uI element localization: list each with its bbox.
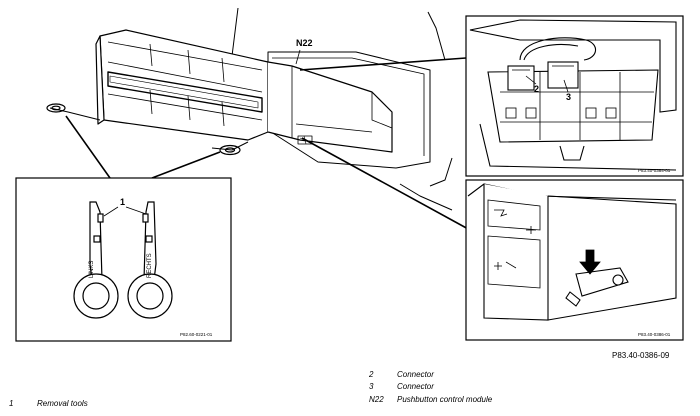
detail-leader-lines	[295, 49, 471, 231]
arrow-detail-box: P83.40-0386-01	[465, 179, 684, 341]
legend-number: N22	[369, 395, 384, 404]
legend-number: 3	[369, 382, 374, 391]
main-assembly	[46, 7, 453, 211]
tools-detail-ref: P82.60-0221-01	[180, 332, 213, 337]
legend-number: 2	[369, 370, 374, 379]
legend-number: 1	[9, 399, 14, 408]
tool-label-left: LINKS	[89, 261, 95, 278]
removal-tool-left	[73, 201, 119, 319]
legend-entry-3: 3 Connector	[369, 382, 434, 391]
legend-text: Connector	[397, 382, 434, 391]
module-callout: N22	[296, 38, 313, 48]
push-down-arrow-icon	[579, 249, 601, 275]
tools-detail-box: 1 LINKS RECHTS P82.60-0221-01	[15, 177, 232, 342]
tool-leader-lines	[65, 115, 221, 179]
legend-entry-1: 1 Removal tools	[9, 399, 88, 408]
legend-entry-2: 2 Connector	[369, 370, 434, 379]
arrow-detail-ref: P83.40-0386-01	[638, 332, 671, 337]
tool-label-right: RECHTS	[147, 253, 153, 278]
connector-detail-ref: P83.40-0384-01	[638, 168, 671, 173]
connector-detail-box: 2 3 P83.40-0384-01	[465, 15, 684, 177]
legend-text: Pushbutton control module	[397, 395, 493, 404]
legend-entry-n22: N22 Pushbutton control module	[369, 395, 492, 404]
connector-callout-2: 2	[534, 84, 539, 94]
connector-callout-3: 3	[566, 92, 571, 102]
legend-text: Removal tools	[37, 399, 88, 408]
tools-callout: 1	[120, 197, 125, 207]
figure-reference: P83.40-0386-09	[612, 351, 670, 360]
removal-tool-right	[127, 201, 173, 319]
legend-text: Connector	[397, 370, 434, 379]
